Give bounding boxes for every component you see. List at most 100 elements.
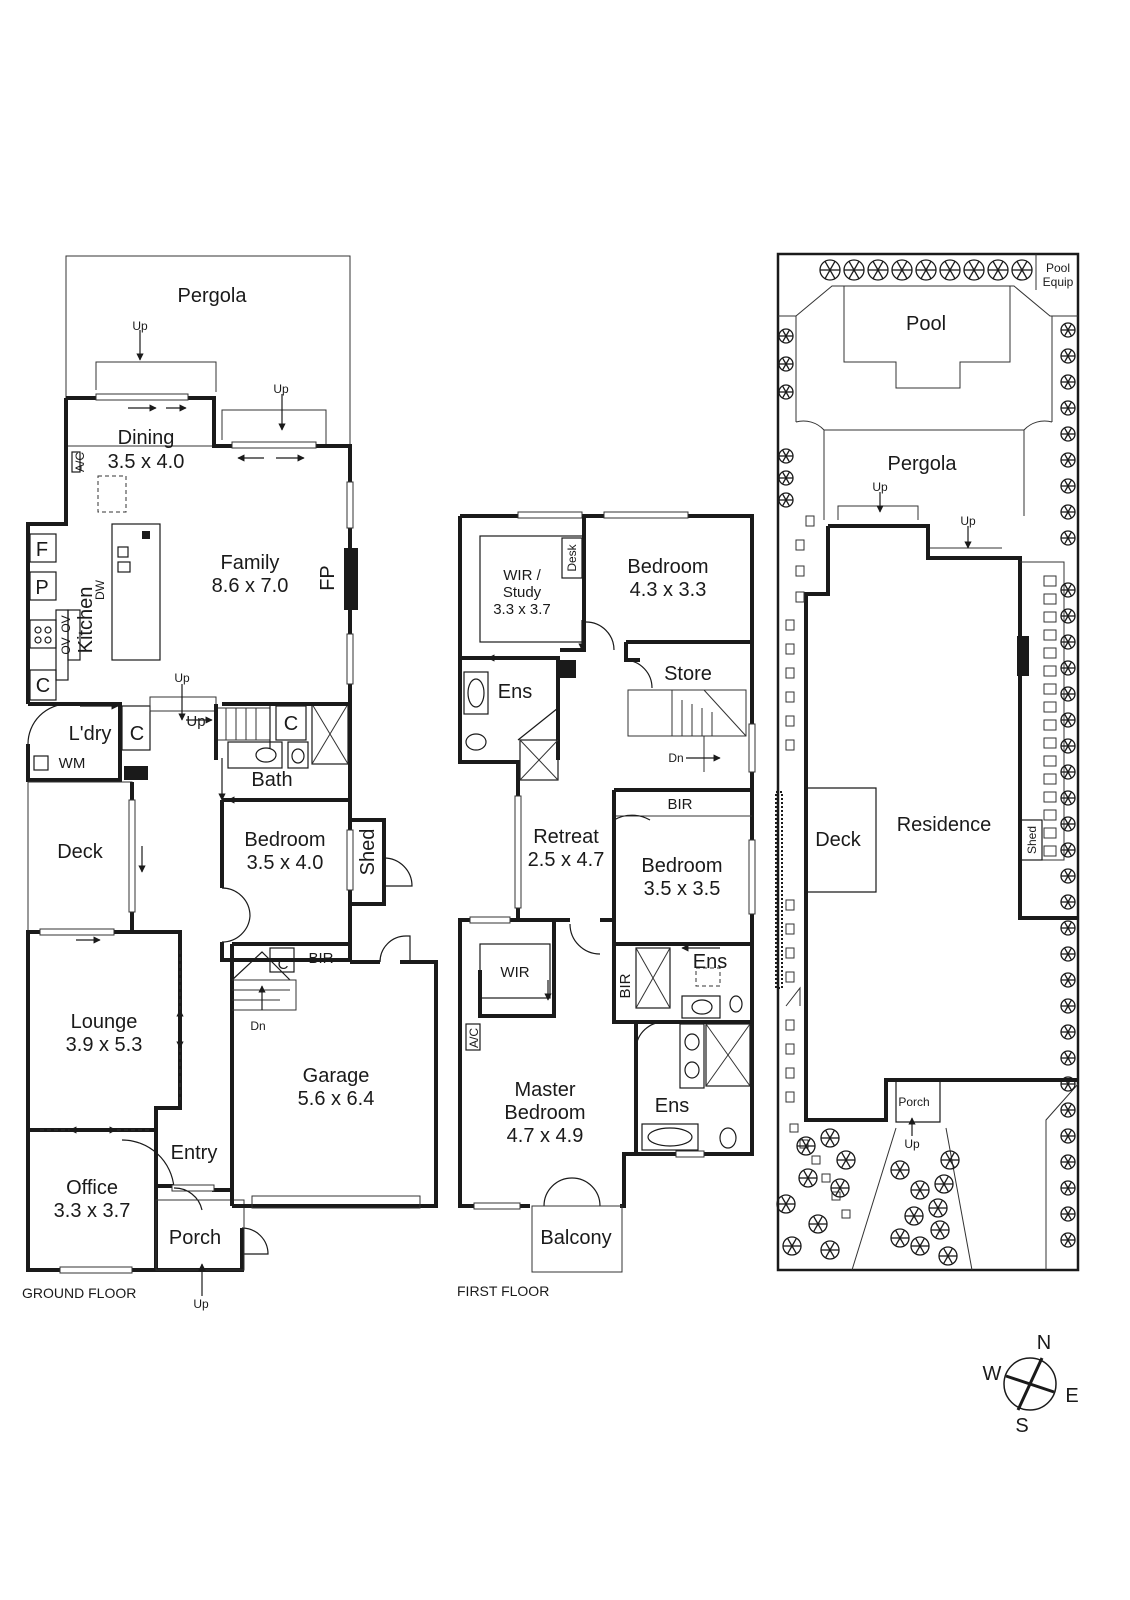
tree-symbol xyxy=(820,1240,840,1260)
family-side-window-2 xyxy=(346,633,354,685)
first-floor-labels: WIR / Study 3.3 x 3.7 Desk Bedroom 4.3 x… xyxy=(457,543,727,1299)
tree-symbol xyxy=(1060,634,1076,650)
tree-symbol xyxy=(778,356,794,372)
garage-dimensions: 5.6 x 6.4 xyxy=(298,1088,375,1110)
tree-symbol xyxy=(1011,259,1033,281)
balcony-label: Balcony xyxy=(540,1227,611,1249)
tree-symbol xyxy=(778,470,794,486)
first-floor-caption: FIRST FLOOR xyxy=(457,1283,549,1299)
up-label: Up xyxy=(273,382,289,396)
tree-symbol xyxy=(778,448,794,464)
tree-symbol xyxy=(1060,764,1076,780)
tree-symbol xyxy=(843,259,865,281)
site-boundary xyxy=(776,252,1080,1272)
compass-south: S xyxy=(1015,1415,1028,1437)
ground-upper-wall-west xyxy=(26,398,68,704)
tree-symbol xyxy=(1060,920,1076,936)
tree-symbol xyxy=(1060,1206,1076,1222)
tree-symbol xyxy=(1060,894,1076,910)
pool-equip-label-2: Equip xyxy=(1043,275,1074,289)
compass-north: N xyxy=(1037,1332,1051,1354)
tree-symbol xyxy=(1060,374,1076,390)
tree-symbol xyxy=(1060,322,1076,338)
tree-symbol xyxy=(1060,738,1076,754)
pantry-label: P xyxy=(35,577,48,599)
compass-east: E xyxy=(1065,1385,1078,1407)
bedroom-dimensions: 3.5 x 3.5 xyxy=(644,878,721,900)
office-label: Office xyxy=(66,1177,118,1199)
tree-symbol xyxy=(1060,712,1076,728)
up-label: Up xyxy=(904,1137,920,1151)
bedroom-label: Bedroom xyxy=(641,855,722,877)
garage-wall xyxy=(232,960,438,1208)
tree-symbol xyxy=(819,259,841,281)
tree-symbol xyxy=(1060,1024,1076,1040)
tree-symbol xyxy=(1060,660,1076,676)
tree-symbol xyxy=(1060,1180,1076,1196)
kitchen-label: Kitchen xyxy=(75,587,97,654)
first-floor-plan xyxy=(458,511,756,1273)
tree-symbol xyxy=(836,1150,856,1170)
ac-label: A/C xyxy=(467,1028,481,1048)
bir-label: BIR xyxy=(308,950,333,967)
laundry-label: L'dry xyxy=(69,723,112,745)
tree-symbol xyxy=(1060,1232,1076,1248)
tree-symbol xyxy=(1060,1154,1076,1170)
site-plan-labels: Pool Equip Pool Pergola Up Up Residence … xyxy=(815,261,1073,1151)
fridge-label: F xyxy=(36,539,48,561)
tree-symbol xyxy=(798,1168,818,1188)
tree-symbol xyxy=(867,259,889,281)
up-label: Up xyxy=(132,319,148,333)
tree-symbol xyxy=(1060,400,1076,416)
tree-symbol xyxy=(1060,868,1076,884)
family-label: Family xyxy=(221,552,280,574)
laundry-wall xyxy=(26,702,122,782)
dining-window xyxy=(95,393,189,401)
tree-symbol xyxy=(1060,504,1076,520)
balcony-area xyxy=(531,1205,623,1273)
kitchen-island xyxy=(111,523,161,661)
tree-symbol xyxy=(796,1136,816,1156)
tree-symbol xyxy=(1060,348,1076,364)
bir-label: BIR xyxy=(617,973,634,998)
wir-study-label: WIR / xyxy=(503,567,541,584)
tree-symbol xyxy=(1060,1102,1076,1118)
tree-symbol xyxy=(928,1198,948,1218)
down-label: Dn xyxy=(250,1019,265,1033)
dining-dimensions: 3.5 x 4.0 xyxy=(108,451,185,473)
tree-symbol xyxy=(938,1246,958,1266)
tree-symbol xyxy=(904,1206,924,1226)
retreat-label: Retreat xyxy=(533,826,599,848)
tree-symbol xyxy=(1060,478,1076,494)
tree-symbol xyxy=(1060,452,1076,468)
bedroom-label: Bedroom xyxy=(627,556,708,578)
oven-label: OV xyxy=(59,615,73,632)
wir-study-dimensions: 3.3 x 3.7 xyxy=(493,601,551,618)
tree-symbol xyxy=(1060,790,1076,806)
master-bedroom-label: Master xyxy=(514,1079,575,1101)
bath-label: Bath xyxy=(251,769,292,791)
site-porch-label: Porch xyxy=(898,1095,929,1109)
tree-symbol xyxy=(1060,530,1076,546)
up-label: Up xyxy=(193,1297,209,1311)
tree-symbol xyxy=(830,1178,850,1198)
tree-symbol xyxy=(930,1220,950,1240)
pergola-label: Pergola xyxy=(178,285,248,307)
master-bedroom-dimensions: 4.7 x 4.9 xyxy=(507,1125,584,1147)
residence-label: Residence xyxy=(897,814,992,836)
pool-equip-label: Pool xyxy=(1046,261,1070,275)
up-label: Up xyxy=(872,480,888,494)
tree-symbol xyxy=(1060,946,1076,962)
pool-label: Pool xyxy=(906,313,946,335)
ensuite-label: Ens xyxy=(498,681,532,703)
residence-wall-north-east xyxy=(828,524,1078,920)
bedroom-dimensions: 4.3 x 3.3 xyxy=(630,579,707,601)
up-label: Up xyxy=(174,671,190,685)
ground-floor-caption: GROUND FLOOR xyxy=(22,1285,136,1301)
family-dimensions: 8.6 x 7.0 xyxy=(212,575,289,597)
down-label: Dn xyxy=(668,751,683,765)
family-side-window-1 xyxy=(346,481,354,529)
cupboard-label: C xyxy=(130,723,144,745)
fireplace-label: FP xyxy=(317,565,339,591)
